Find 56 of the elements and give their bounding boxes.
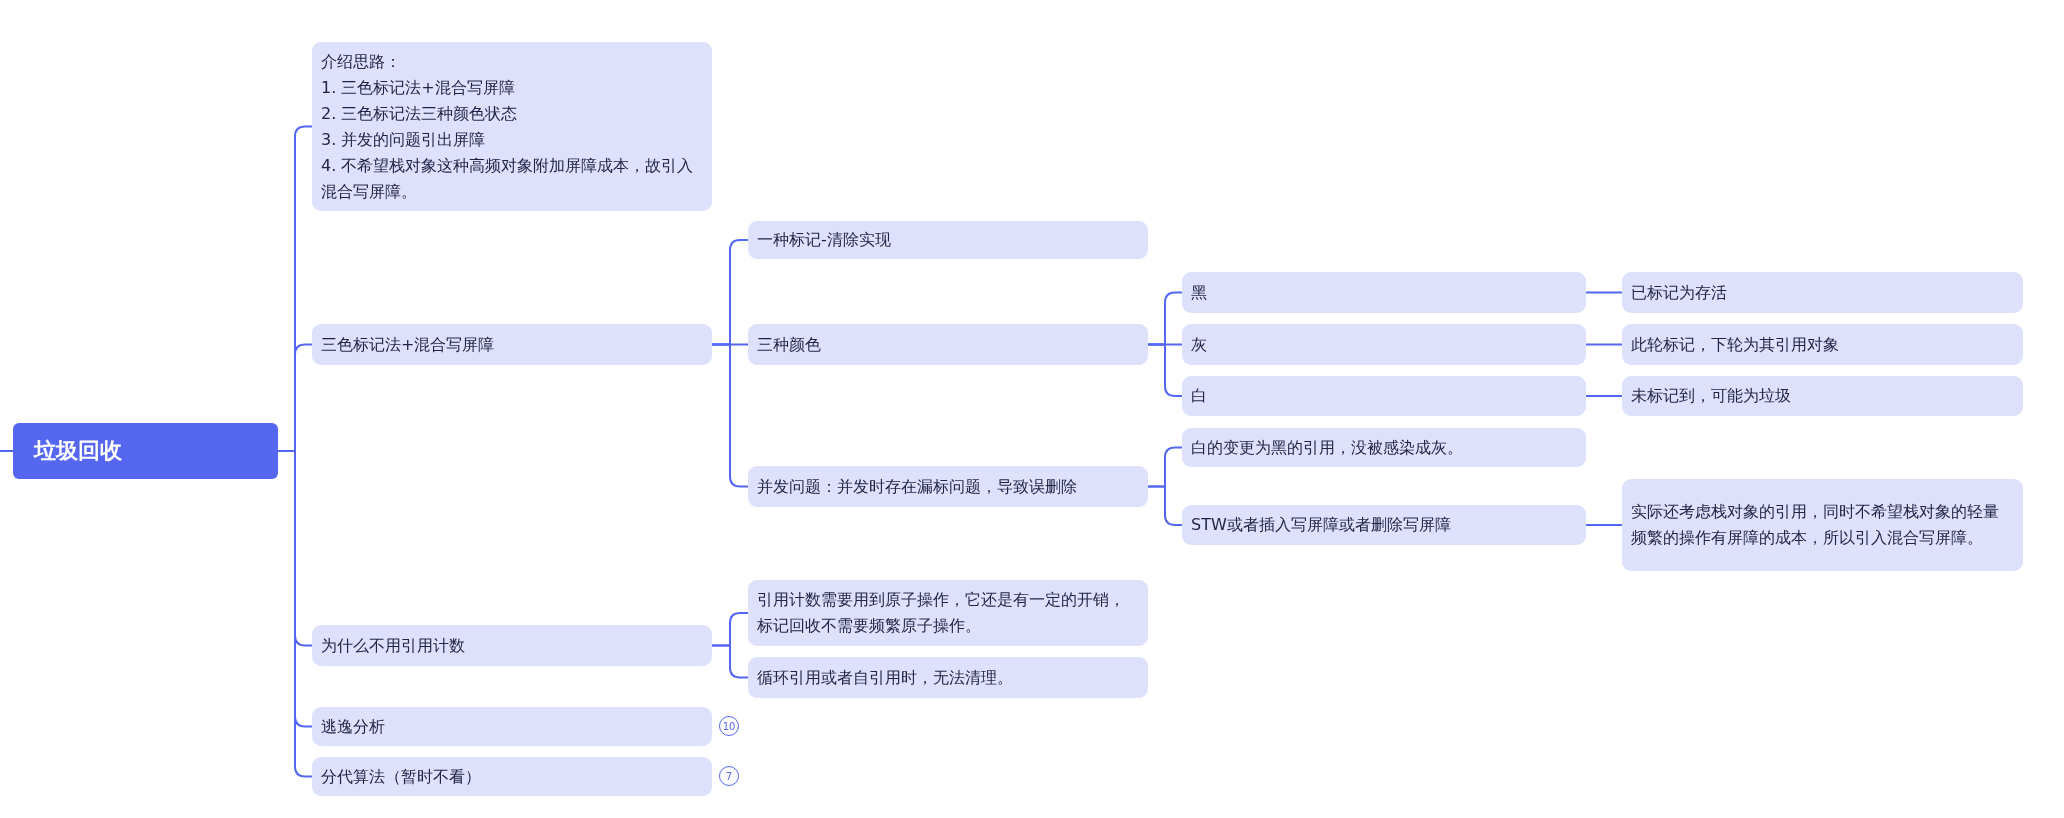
- topic-text: 三种颜色: [757, 333, 822, 356]
- central-topic: [13, 423, 278, 479]
- topic-text: 灰: [1191, 333, 1208, 356]
- topic-box: [1622, 324, 2023, 365]
- topic-box: [1622, 479, 2023, 571]
- connector-line: [1147, 485, 1183, 526]
- topic-text: 分代算法（暂时不看）: [321, 765, 482, 788]
- topic-text: 黑: [1191, 281, 1208, 304]
- connector-line: [711, 343, 749, 488]
- connector-line: [1585, 343, 1623, 346]
- topic-text: 3. 并发的问题引出屏障: [321, 128, 487, 151]
- topic-text: 并发问题：并发时存在漏标问题，导致误删除: [757, 475, 1078, 498]
- topic-box: [748, 580, 1148, 646]
- topic-text: 未标记到，可能为垃圾: [1631, 385, 1792, 407]
- topic-text: 1. 三色标记法+混合写屏障: [321, 76, 516, 99]
- topic-text: STW或者插入写屏障或者删除写屏障: [1191, 514, 1452, 536]
- topic-text: 介绍思路：: [321, 50, 402, 73]
- topic-text: 垃圾回收: [32, 437, 123, 465]
- topic-box: [312, 625, 712, 666]
- topic-text: 白的变更为黑的引用，没被感染成灰。: [1191, 436, 1464, 459]
- connector-line: [1585, 395, 1623, 397]
- topic-box: [1622, 376, 2023, 416]
- topic-text: 4. 不希望栈对象这种高频对象附加屏障成本，故引入混合写屏障。: [321, 154, 695, 203]
- topic-box: [748, 657, 1148, 698]
- topic-box: [748, 466, 1148, 507]
- topic-box: [748, 221, 1148, 259]
- topic-box: [1622, 272, 2023, 313]
- topic-text: 为什么不用引用计数: [321, 634, 466, 657]
- topic-box: [1182, 272, 1586, 313]
- connector-line: [1585, 291, 1623, 294]
- topic-text: 此轮标记，下轮为其引用对象: [1631, 333, 1840, 356]
- topic-box: [312, 757, 712, 796]
- connector-line: [711, 644, 749, 679]
- topic-text: 逃逸分析: [321, 715, 386, 738]
- connector-line: [1585, 524, 1623, 526]
- topic-box: [748, 324, 1148, 365]
- collapsed-count-badge: 7: [719, 766, 739, 786]
- topic-text: 三色标记法+混合写屏障: [321, 333, 496, 356]
- topic-text: 一种标记-清除实现: [757, 229, 892, 251]
- connector-line: [1147, 343, 1183, 397]
- topic-box: [312, 707, 712, 746]
- topic-text: 白: [1191, 385, 1208, 407]
- topic-box: [1182, 376, 1586, 416]
- topic-text: 循环引用或者自引用时，无法清理。: [757, 666, 1014, 689]
- collapsed-count-badge: 10: [719, 716, 739, 736]
- topic-box: [1182, 505, 1586, 545]
- topic-text: 实际还考虑栈对象的引用，同时不希望栈对象的轻量频繁的操作有屏障的成本，所以引入混合写屏障。: [1631, 501, 2000, 549]
- topic-box: [312, 42, 712, 211]
- topic-text: 2. 三色标记法三种颜色状态: [321, 102, 519, 125]
- topic-text: 引用计数需要用到原子操作，它还是有一定的开销，标记回收不需要频繁原子操作。: [757, 589, 1126, 637]
- topic-text: 已标记为存活: [1631, 281, 1728, 304]
- topic-box: [1182, 428, 1586, 467]
- connector-line: [277, 450, 313, 778]
- connector-line: [0, 450, 14, 452]
- topic-box: [1182, 324, 1586, 365]
- topic-box: [312, 324, 712, 365]
